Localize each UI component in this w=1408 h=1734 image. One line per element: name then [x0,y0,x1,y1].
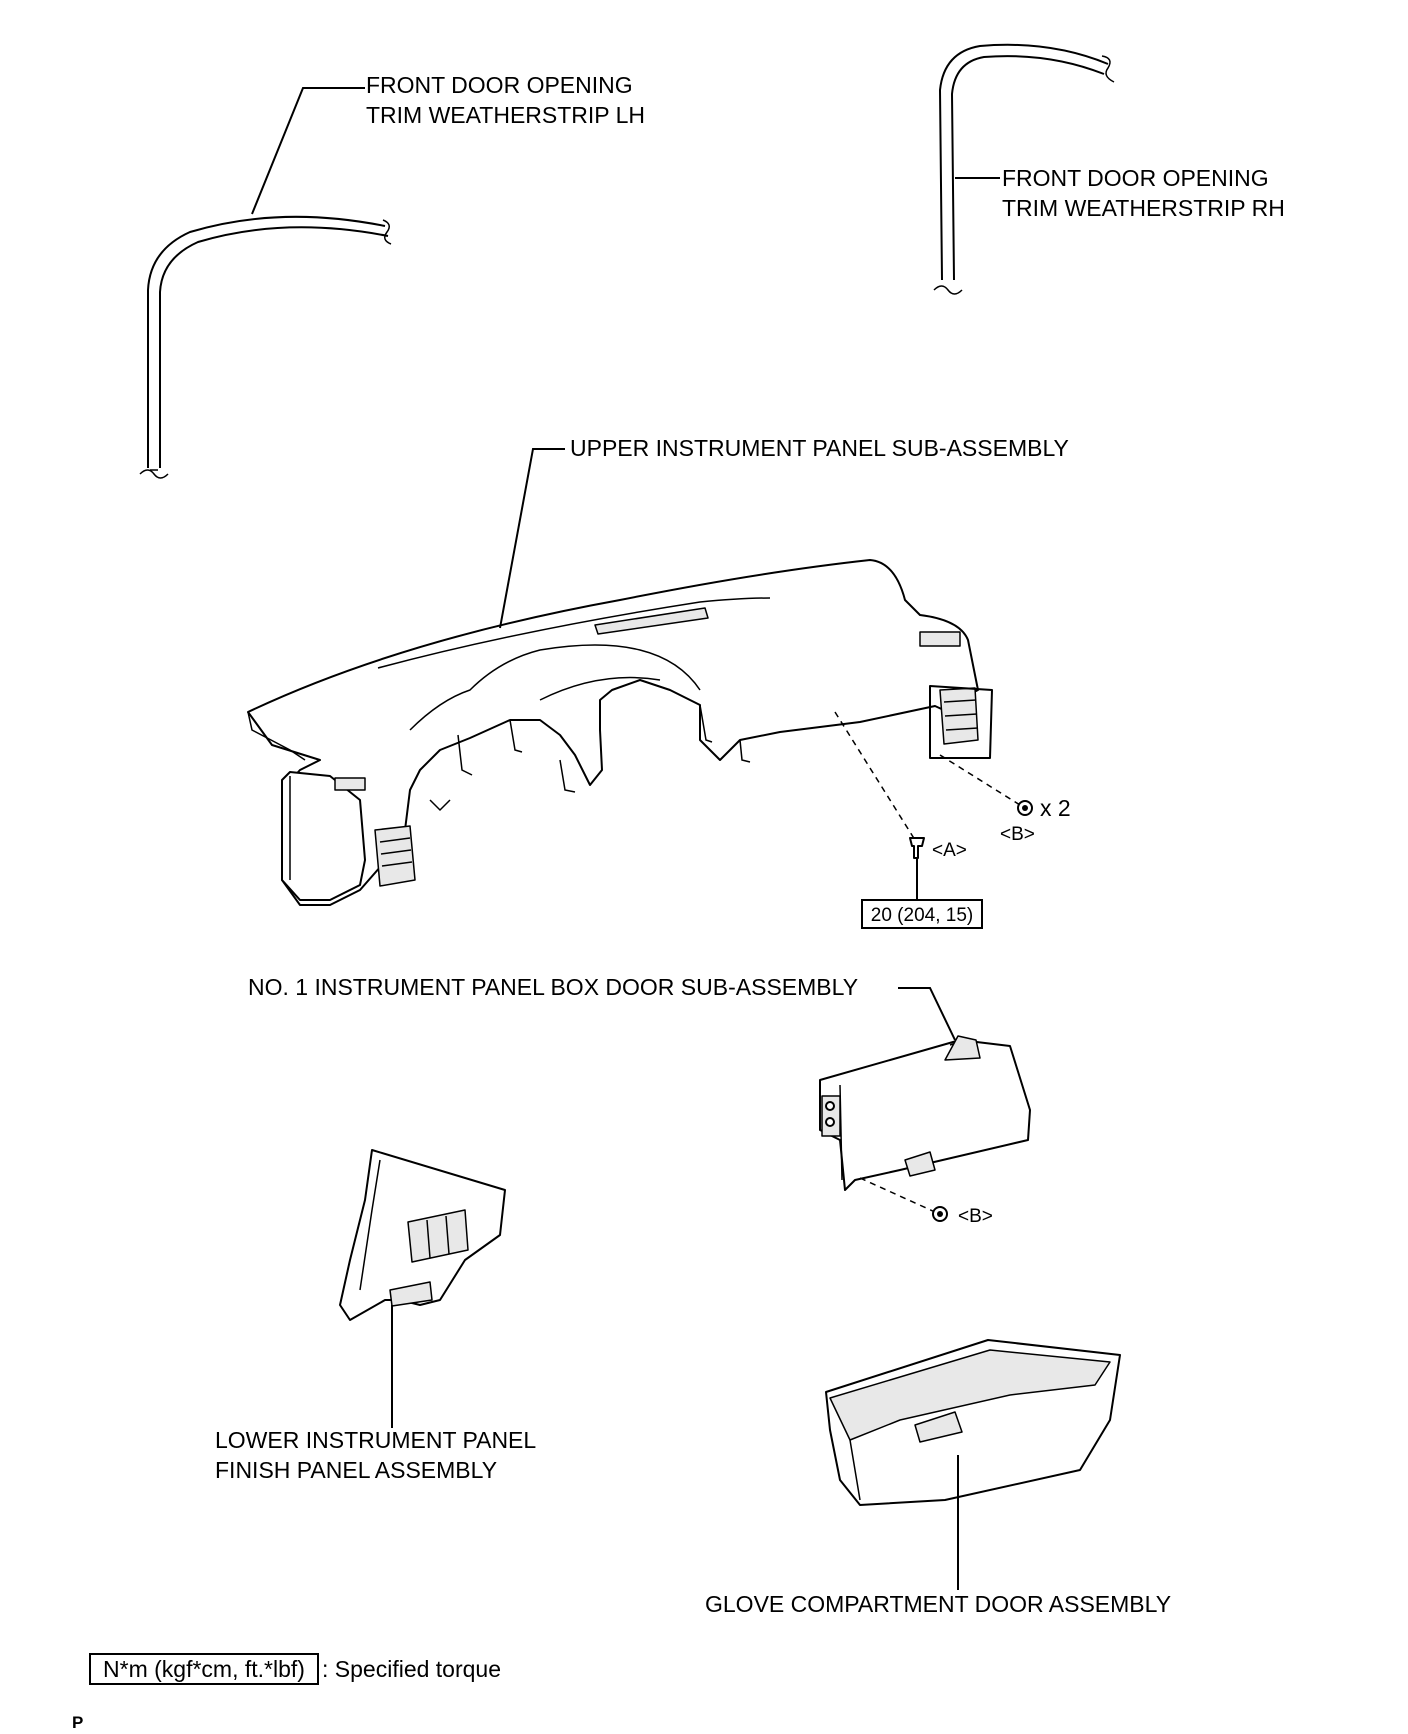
fastener-b-upper-label: <B> [1000,824,1035,845]
lower-finish-label-line1: LOWER INSTRUMENT PANEL [215,1427,536,1453]
weatherstrip-rh-label-line2: TRIM WEATHERSTRIP RH [1002,195,1285,221]
weatherstrip-lh-label-line1: FRONT DOOR OPENING [366,72,633,98]
weatherstrip-rh [933,43,1115,295]
torque-value: 20 (204, 15) [871,905,973,926]
weatherstrip-lh-label-line2: TRIM WEATHERSTRIP LH [366,102,645,128]
bolt-a [834,711,925,900]
upper-panel-label: UPPER INSTRUMENT PANEL SUB-ASSEMBLY [570,435,1069,461]
legend-torque-box [89,1653,319,1685]
weatherstrip-lh-leader [251,87,365,215]
torque-box [861,899,983,929]
glove-door-label: GLOVE COMPARTMENT DOOR ASSEMBLY [705,1591,1171,1617]
box-door-sub-assembly [819,1035,1031,1222]
clip-b-upper [939,754,1033,816]
legend-desc: : Specified torque [322,1656,501,1682]
fastener-b-qty: x 2 [1040,795,1071,821]
fastener-b-lower-label: <B> [958,1206,993,1227]
lower-finish-panel [339,1149,506,1321]
fastener-a-label: <A> [932,840,967,861]
glove-compartment-door [825,1339,1121,1506]
weatherstrip-lh [139,215,392,479]
legend-units: N*m (kgf*cm, ft.*lbf) [103,1656,305,1682]
weatherstrip-rh-label-line1: FRONT DOOR OPENING [1002,165,1269,191]
box-door-label: NO. 1 INSTRUMENT PANEL BOX DOOR SUB-ASSE… [248,974,858,1000]
box-door-leader [898,987,956,1041]
upper-panel-leader [499,448,565,629]
footer-mark: P [72,1713,83,1732]
lower-finish-label-line2: FINISH PANEL ASSEMBLY [215,1457,497,1483]
upper-instrument-panel [247,559,993,906]
